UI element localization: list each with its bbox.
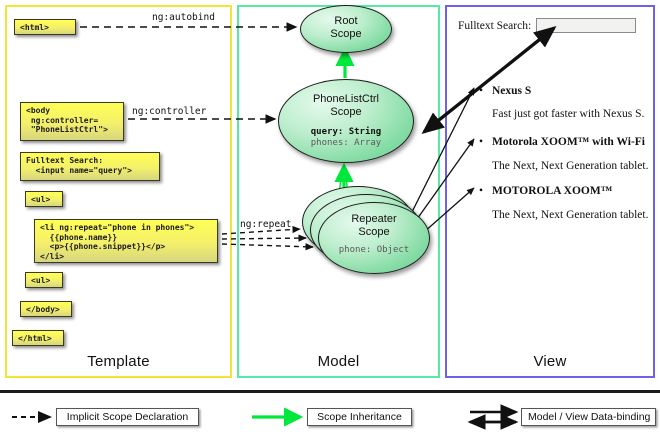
template-box-ul-open: <ul> [25, 191, 63, 207]
phone-list-ctrl-scope-ellipse: PhoneListCtrl Scope query: String phones… [278, 79, 414, 163]
phone-list-ctrl-prop-phones: phones: Array [310, 138, 382, 148]
template-box-body-controller: <body ng:controller= "PhoneListCtrl"> [20, 102, 124, 141]
ng-repeat-label: ng:repeat [240, 219, 292, 230]
view-phone-name: Nexus S [492, 85, 532, 97]
view-search-label: Fulltext Search: [458, 20, 532, 32]
legend-implicit-scope-declaration: Implicit Scope Declaration [56, 408, 199, 426]
template-box-html-close: </html> [12, 330, 64, 346]
view-phone-name: MOTOROLA XOOM™ [492, 185, 613, 197]
ng-autobind-label: ng:autobind [152, 12, 215, 23]
phone-list-ctrl-title-line2: Scope [330, 106, 362, 118]
view-phone-snippet-2: The Next, Next Generation tablet. [492, 209, 649, 221]
view-phone-snippet-1: The Next, Next Generation tablet. [492, 160, 649, 172]
view-phone-name: Motorola XOOM™ with Wi-Fi [492, 136, 646, 148]
root-scope-ellipse: Root Scope [300, 5, 392, 53]
ng-controller-label: ng:controller [132, 106, 207, 117]
bullet-icon: • [479, 136, 484, 148]
legend-arrow-double [467, 404, 519, 430]
legend-model-view-databinding: Model / View Data-binding [521, 408, 656, 426]
repeater-scope-title-line2: Scope [358, 226, 390, 238]
repeater-scope-title-line1: Repeater [351, 213, 397, 225]
model-column-label: Model [317, 353, 360, 370]
view-column-label: View [533, 353, 567, 370]
repeater-scope-prop-phone: phone: Object [338, 245, 410, 255]
legend-scope-inheritance: Scope Inheritance [307, 408, 412, 426]
template-column-label: Template [87, 353, 150, 370]
template-box-body-close: </body> [20, 301, 72, 317]
phone-list-ctrl-prop-query: query: String [310, 127, 382, 137]
view-pane: Fulltext Search: • Nexus S Fast just got… [449, 9, 651, 374]
bullet-icon: • [479, 185, 484, 197]
bullet-icon: • [479, 85, 484, 97]
root-scope-title-line2: Scope [330, 28, 362, 40]
template-box-fulltext-search: Fulltext Search: <input name="query"> [20, 152, 160, 181]
phone-list-ctrl-title-line1: PhoneListCtrl [312, 93, 380, 105]
template-box-ul-close: <ul> [25, 272, 63, 288]
view-phone-snippet-0: Fast just got faster with Nexus S. [492, 108, 645, 120]
legend-divider [0, 390, 660, 393]
repeater-scope-ellipse: Repeater Scope phone: Object [318, 202, 430, 274]
view-search-input[interactable] [536, 18, 636, 33]
template-box-html-open: <html> [14, 19, 76, 35]
template-box-li-repeat: <li ng:repeat="phone in phones"> {{phone… [34, 219, 218, 263]
root-scope-title-line1: Root [334, 15, 358, 27]
